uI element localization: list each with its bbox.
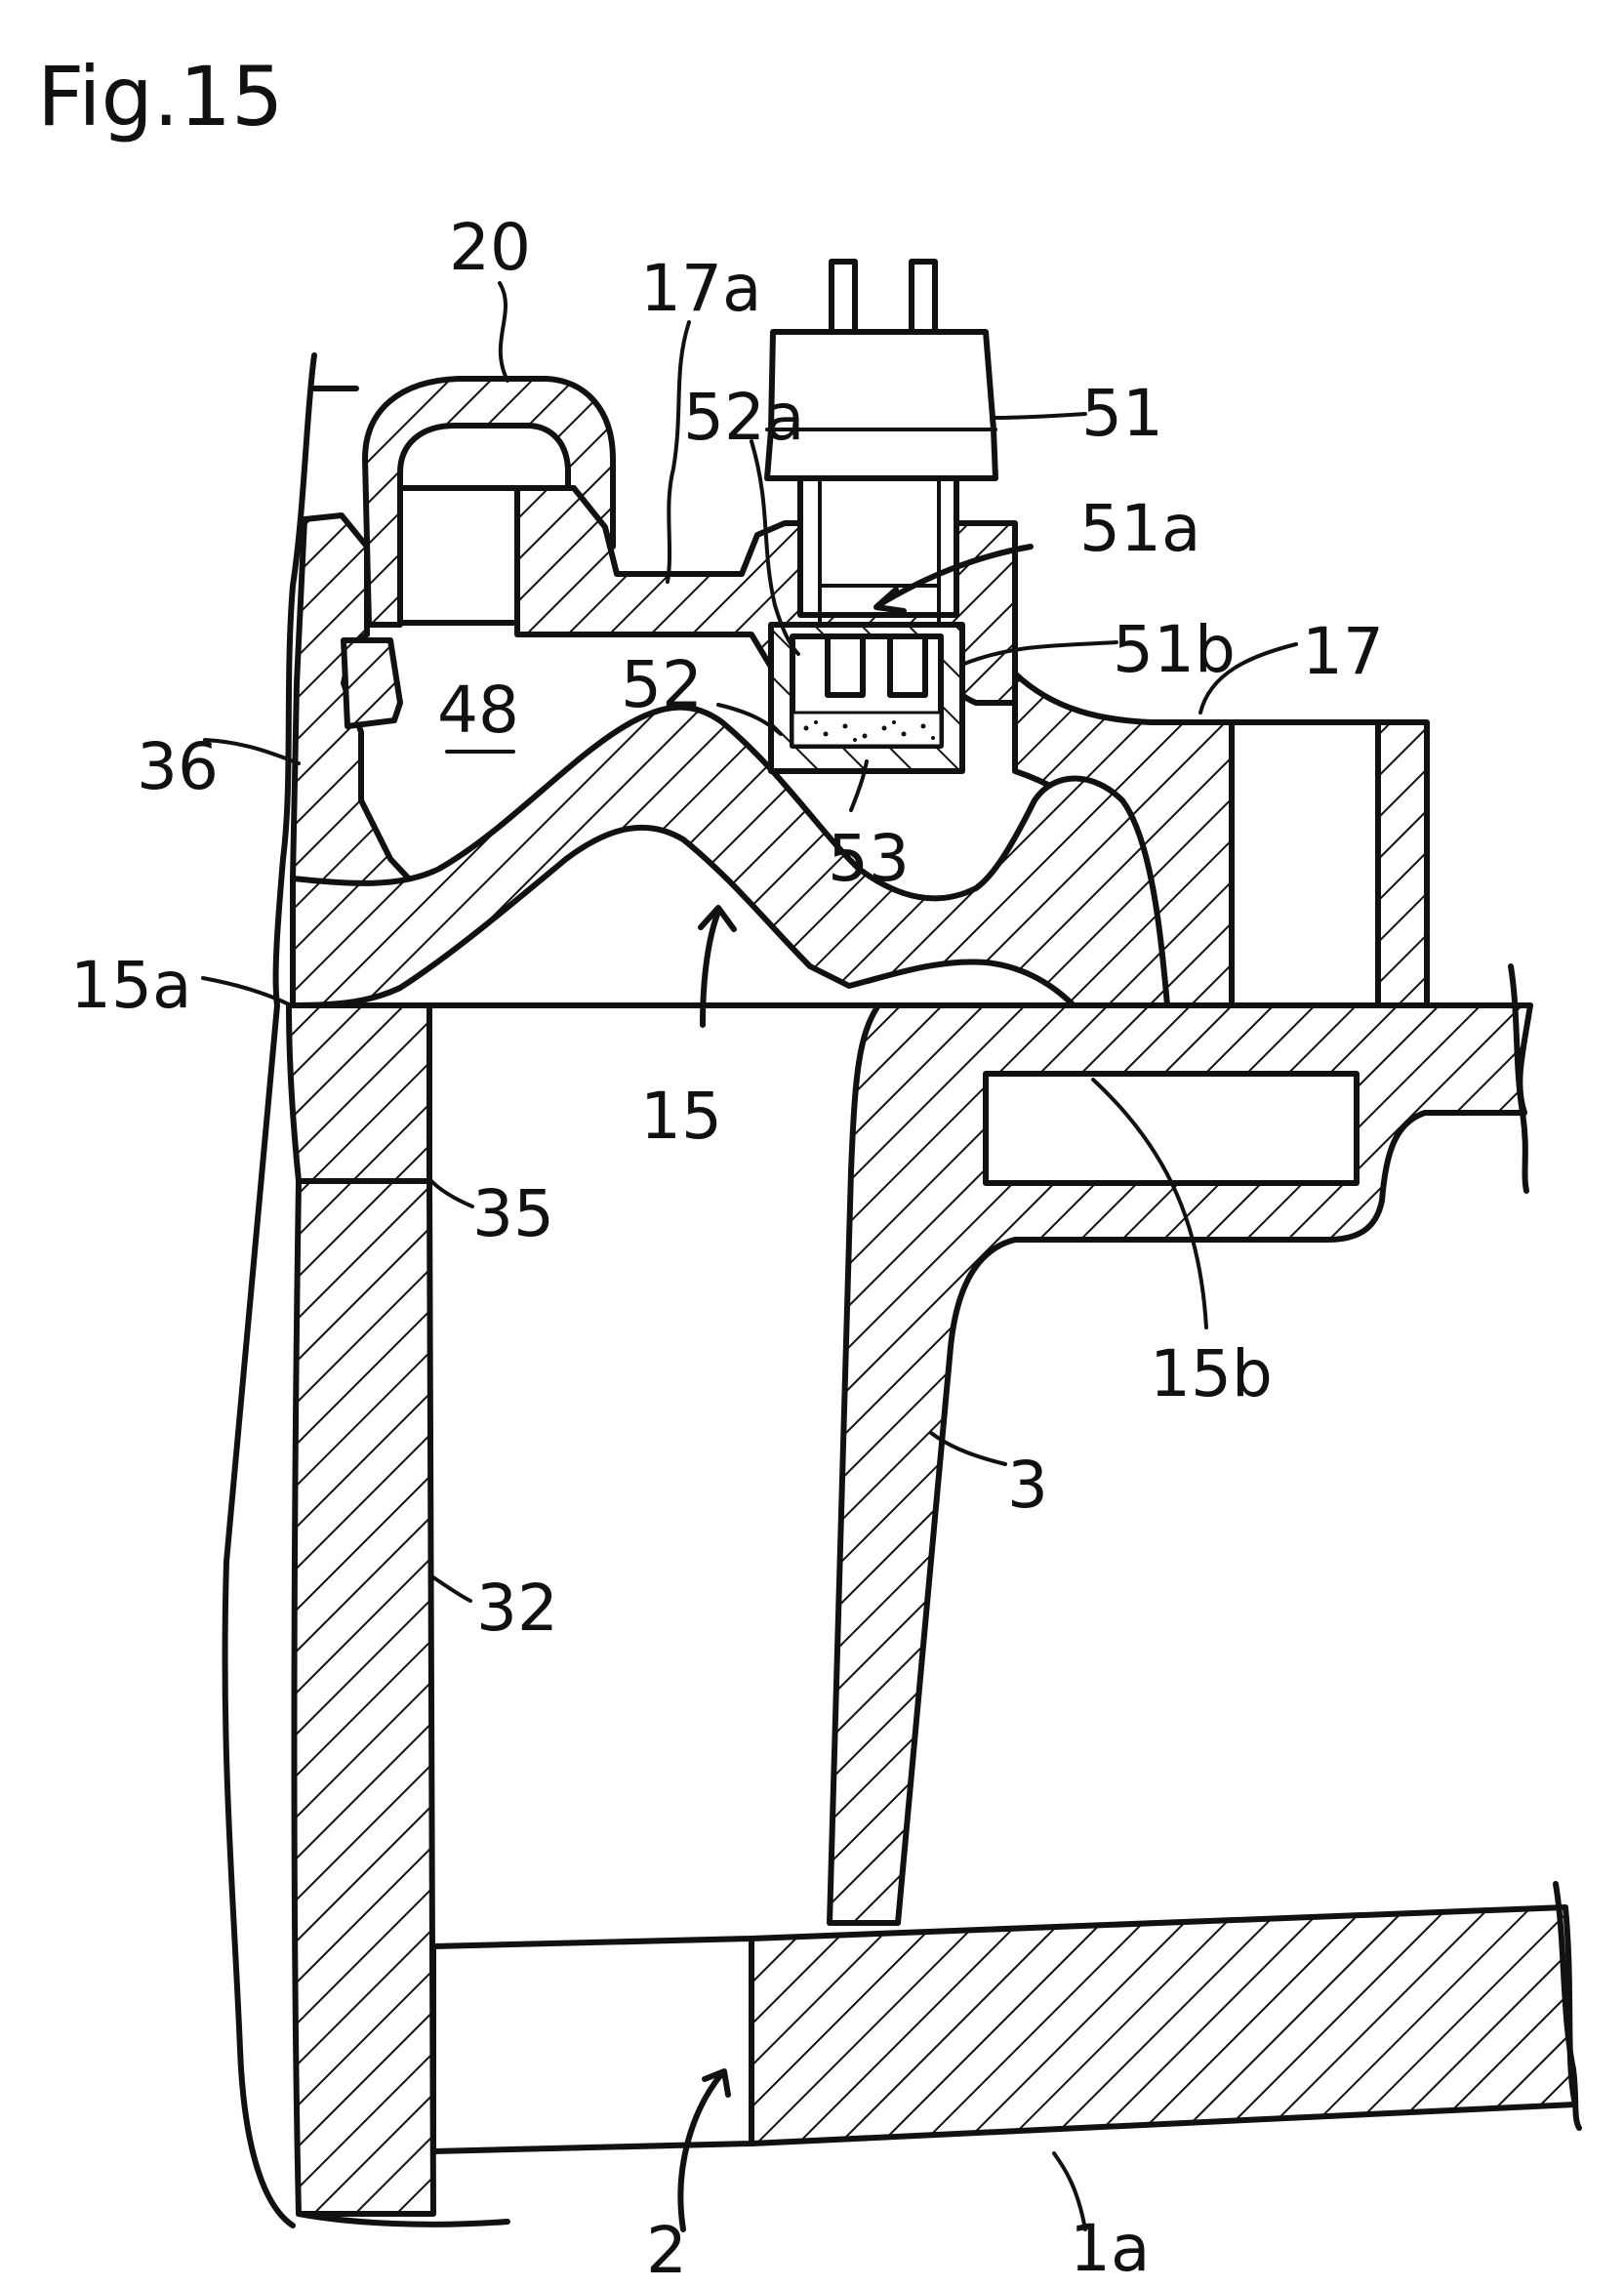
label-2: 2 [646, 2213, 687, 2288]
figure-title: Fig.15 [37, 49, 283, 144]
right-break-line [1508, 963, 1529, 1194]
label-1a: 1a [1070, 2211, 1150, 2286]
label-17a: 17a [640, 251, 761, 326]
label-3: 3 [1007, 1448, 1048, 1523]
part-51b-electrode-right [887, 633, 928, 698]
label-36: 36 [137, 729, 219, 804]
label-51a: 51a [1079, 491, 1200, 566]
part-15-arrow [700, 909, 721, 1028]
bottom-break-line [296, 2211, 510, 2227]
part-35-block [286, 1002, 432, 1184]
label-51b: 51b [1113, 612, 1236, 687]
label-52a: 52a [683, 380, 804, 455]
part-15-wave-plate [290, 704, 1170, 1008]
part-53-sealant-dots [803, 720, 935, 742]
part-2-arrow [677, 2070, 725, 2232]
shaft-right-break [1553, 1881, 1582, 2131]
label-52: 52 [621, 647, 703, 722]
part-36-tab [341, 637, 403, 729]
part-3-window [983, 1071, 1360, 1186]
part-17-right-strip [1375, 719, 1430, 1008]
label-17: 17 [1302, 614, 1384, 689]
label-15b: 15b [1150, 1336, 1273, 1411]
label-15a: 15a [70, 948, 191, 1023]
part-2-arrowhead [702, 2068, 731, 2098]
part-20-cap [362, 376, 616, 628]
part-51a-arrow [875, 544, 1034, 608]
label-53: 53 [828, 821, 910, 896]
part-32-plate [291, 1178, 436, 2217]
label-32: 32 [476, 1571, 558, 1646]
leader-lines [201, 281, 1298, 2231]
label-48: 48 [437, 673, 519, 748]
label-35: 35 [472, 1176, 554, 1251]
part-51a-arrowhead [873, 587, 907, 614]
cap-inner-block [397, 485, 520, 626]
part-51a-neck [797, 475, 959, 618]
part-2-hub [430, 1936, 754, 2154]
label-15: 15 [640, 1079, 722, 1154]
part-53-sealant [791, 711, 943, 748]
left-break-line [222, 352, 317, 2228]
part-51-terminal-right [909, 259, 938, 335]
label-20: 20 [449, 210, 531, 285]
part-51-terminal-left [829, 259, 858, 335]
part-1a-shaft [749, 1904, 1578, 2146]
part-17-window [1229, 719, 1381, 1008]
label-51: 51 [1081, 376, 1163, 451]
part-15-arrowhead [698, 905, 737, 932]
part-51b-electrode-left [825, 633, 866, 698]
